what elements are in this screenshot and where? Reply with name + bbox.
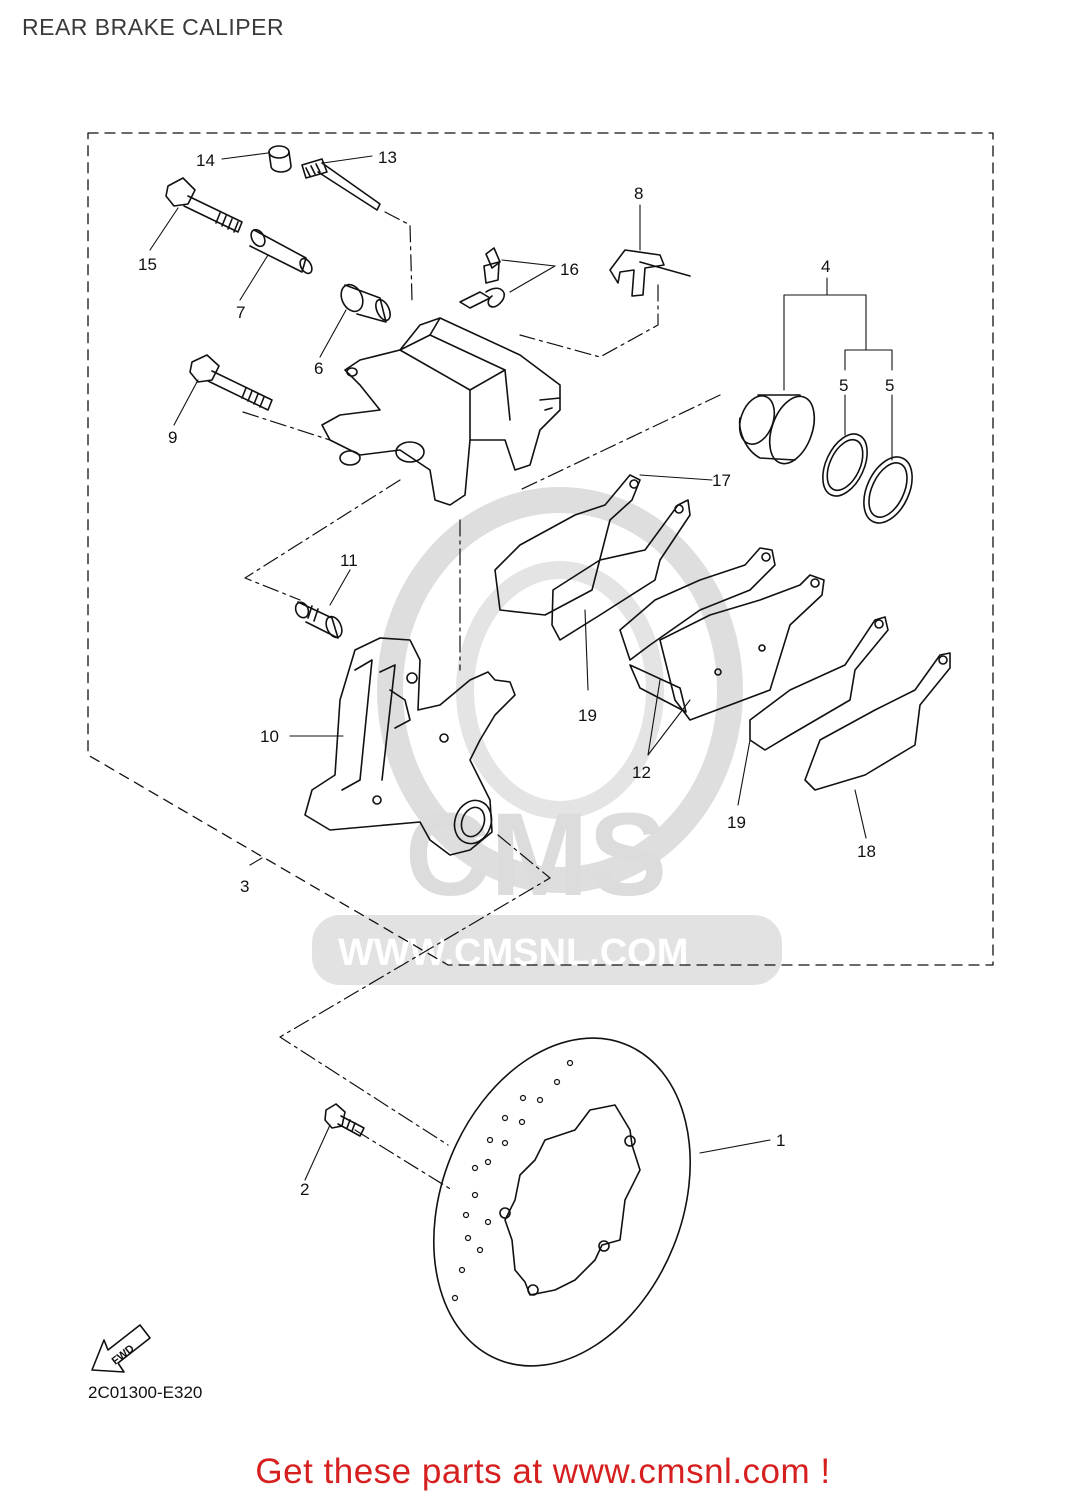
parts-diagram: CMS WWW.CMSNL.COM (87, 132, 994, 1373)
part-18-shim (804, 652, 951, 791)
part-6-boot (340, 283, 391, 323)
callout-1: 1 (776, 1131, 785, 1150)
part-8-pad-spring (609, 249, 691, 297)
callout-9: 9 (168, 428, 177, 447)
part-2-screw (324, 1103, 365, 1137)
page-title: REAR BRAKE CALIPER (22, 14, 285, 40)
part-9-bolt (189, 354, 273, 411)
diagram-code: 2C01300-E320 (88, 1383, 203, 1402)
callout-2: 2 (300, 1180, 309, 1199)
part-11-boot (294, 601, 343, 639)
callout-8: 8 (634, 184, 643, 203)
part-10-bracket (304, 637, 516, 856)
caliper-body (321, 317, 561, 506)
callout-3: 3 (240, 877, 249, 896)
callout-17: 17 (712, 471, 731, 490)
part-5-seals (822, 433, 913, 524)
callout-13: 13 (378, 148, 397, 167)
callout-14: 14 (196, 151, 215, 170)
callout-4: 4 (821, 257, 830, 276)
part-15-bolt (165, 177, 243, 233)
part-12-pads (619, 547, 825, 721)
callout-19b: 19 (727, 813, 746, 832)
callout-5b: 5 (885, 376, 894, 395)
callout-12: 12 (632, 763, 651, 782)
callout-18: 18 (857, 842, 876, 861)
part-13-pin (301, 158, 381, 211)
disc-holes (451, 1059, 574, 1302)
callout-11: 11 (340, 551, 358, 570)
part-14-cap (268, 145, 292, 173)
callout-leaders (149, 152, 893, 1181)
callout-6: 6 (314, 359, 323, 378)
fwd-arrow-icon: FWD (91, 1324, 151, 1373)
part-7-sleeve (249, 228, 313, 275)
part-19-shim-lower (749, 616, 889, 751)
part-1-brake-disc (433, 1037, 691, 1367)
watermark-url: WWW.CMSNL.COM (338, 932, 688, 974)
watermark-logo: CMS WWW.CMSNL.COM (312, 487, 782, 985)
callout-15: 15 (138, 255, 157, 274)
part-19-shim-upper (551, 499, 691, 641)
part-16-bleed-valve (459, 247, 505, 309)
part-17-shim (494, 474, 641, 616)
callout-7: 7 (236, 303, 245, 322)
callout-5a: 5 (839, 376, 848, 395)
promo-link[interactable]: Get these parts at www.cmsnl.com ! (255, 1452, 831, 1491)
leader-lines (242, 211, 721, 1191)
watermark-brand: CMS (405, 789, 667, 921)
part-4-piston (738, 394, 816, 465)
callout-10: 10 (260, 727, 279, 746)
assembly-boundary (87, 132, 994, 966)
callout-labels: 14 13 15 7 6 9 16 8 4 5 5 17 11 10 19 12… (138, 148, 894, 1199)
callout-19a: 19 (578, 706, 597, 725)
callout-16: 16 (560, 260, 579, 279)
